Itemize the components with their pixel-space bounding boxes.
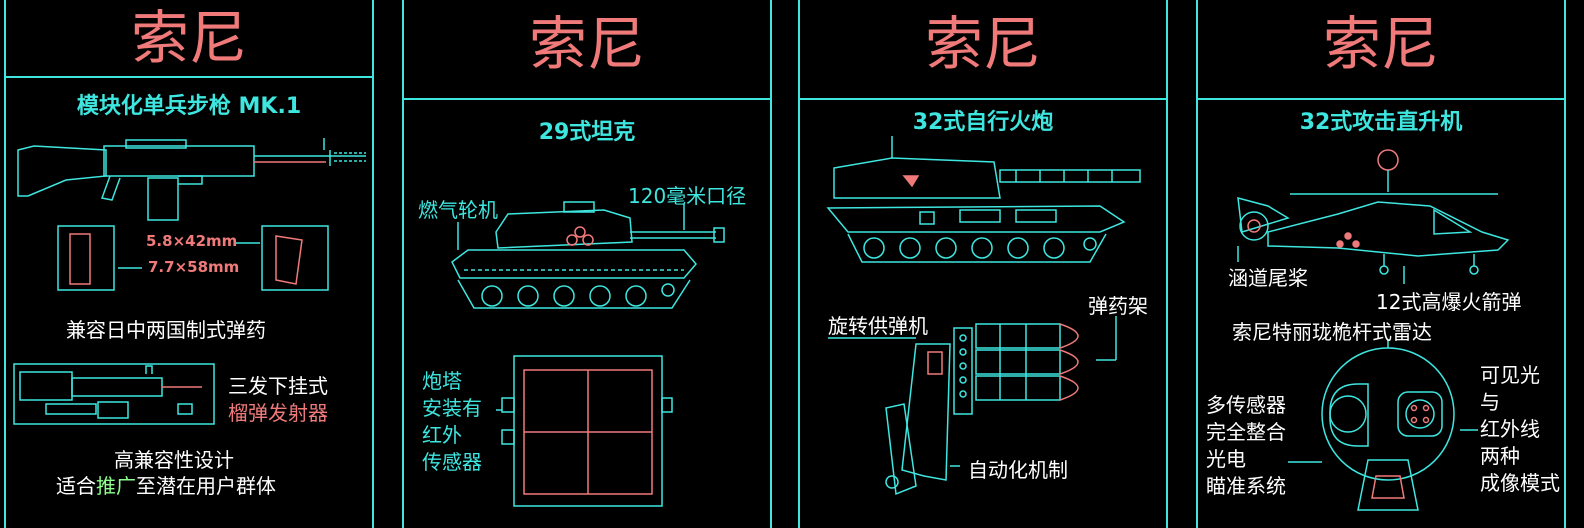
brand-title: 索尼 [528, 10, 645, 78]
compat-text: 兼容日中两国制式弹药 [66, 318, 266, 342]
imaging-label-1: 可见光 [1480, 363, 1540, 387]
imaging-label-2: 与 [1480, 390, 1500, 414]
design-line-2c: 至潜在用户群体 [136, 474, 276, 498]
panel-helicopter: 索尼 32式攻击直升机 涵道尾桨 12式高爆火 [1196, 0, 1566, 528]
brand-title: 索尼 [130, 4, 247, 72]
caliber-label: 120毫米口径 [628, 184, 747, 208]
engine-label: 燃气轮机 [418, 198, 498, 222]
sensor-label-4: 瞄准系统 [1206, 474, 1286, 498]
sensor-label-1: 多传感器 [1206, 393, 1286, 417]
brand-title: 索尼 [924, 10, 1041, 78]
turret-label-3: 红外 [422, 423, 462, 447]
design-line-1: 高兼容性设计 [114, 448, 234, 472]
panel-title: 模块化单兵步枪 MK.1 [76, 94, 302, 119]
launcher-label-2: 榴弹发射器 [228, 401, 328, 425]
turret-label-1: 炮塔 [422, 369, 462, 393]
tank-drawing [404, 0, 774, 528]
panel-artillery: 索尼 32式自行火炮 [798, 0, 1168, 528]
panel-rifle: 索尼 模块化单兵步枪 MK.1 5.8×42mm 7.7 [4, 0, 374, 528]
divider [1198, 98, 1564, 100]
imaging-label-3: 红外线 [1480, 417, 1540, 441]
divider [404, 98, 770, 100]
design-line-2a: 适合 [56, 474, 96, 498]
design-line-2: 适合推广至潜在用户群体 [56, 470, 276, 499]
imaging-label-5: 成像模式 [1480, 471, 1560, 495]
panel-title: 29式坦克 [538, 120, 636, 145]
panel-tank: 索尼 29式坦克 燃气轮机 120毫米口径 [402, 0, 772, 528]
radar-label: 索尼特丽珑桅杆式雷达 [1232, 320, 1432, 344]
divider [6, 76, 372, 78]
artillery-drawing [800, 0, 1170, 528]
panel-title: 32式攻击直升机 [1299, 110, 1463, 135]
auto-label: 自动化机制 [968, 458, 1068, 482]
panel-title: 32式自行火炮 [912, 110, 1054, 135]
sensor-label-2: 完全整合 [1206, 420, 1286, 444]
brand-title: 索尼 [1322, 10, 1439, 78]
imaging-label-4: 两种 [1480, 444, 1520, 468]
ammo-label-2: 7.7×58mm [148, 258, 240, 276]
design-line-2b: 推广 [96, 474, 136, 498]
tail-label: 涵道尾桨 [1228, 266, 1308, 290]
loader-label: 旋转供弹机 [828, 314, 928, 338]
rocket-label: 12式高爆火箭弹 [1376, 290, 1522, 314]
rifle-drawing [6, 0, 376, 528]
turret-label-4: 传感器 [422, 450, 482, 474]
sensor-label-3: 光电 [1206, 447, 1246, 471]
launcher-label-1: 三发下挂式 [228, 374, 328, 398]
ammo-label-1: 5.8×42mm [146, 232, 238, 250]
rack-label: 弹药架 [1088, 294, 1148, 318]
helicopter-drawing [1198, 0, 1568, 528]
divider [800, 98, 1166, 100]
turret-label-2: 安装有 [422, 396, 482, 420]
